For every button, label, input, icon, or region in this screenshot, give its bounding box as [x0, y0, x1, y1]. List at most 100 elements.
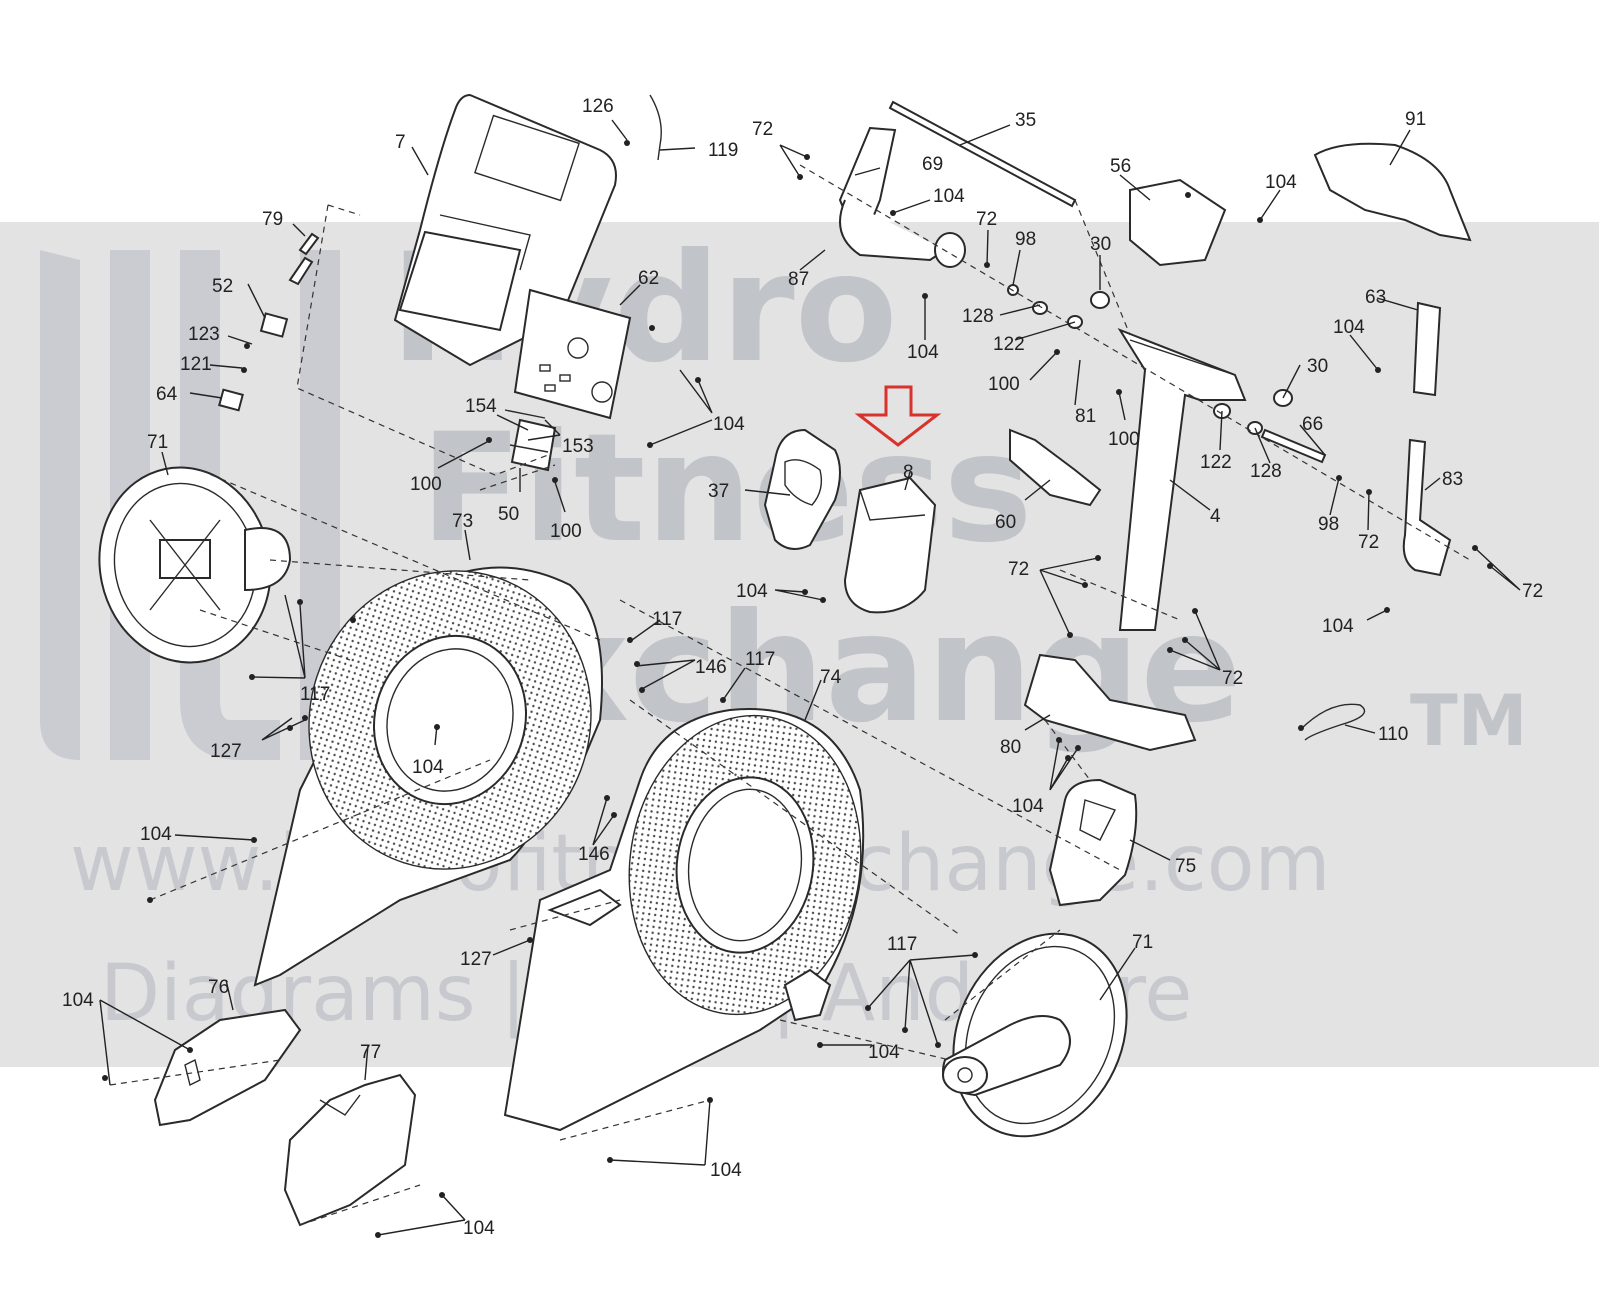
part-label: 126: [582, 96, 614, 117]
part-label: 104: [1012, 796, 1044, 817]
console-bracket-part: [513, 288, 632, 420]
part-label: 7: [395, 132, 406, 153]
part-label: 117: [745, 649, 775, 670]
part-label: 119: [708, 140, 738, 161]
part-label: 4: [1210, 506, 1221, 527]
right-cover-part: [283, 1073, 417, 1227]
part-label: 104: [868, 1042, 900, 1063]
hardware-washers: [1007, 284, 1293, 435]
console-part: [393, 93, 617, 367]
part-label: 122: [993, 334, 1025, 355]
part-label: 127: [210, 741, 242, 762]
part-label: 121: [180, 354, 212, 375]
lower-shroud-part-75: [1048, 778, 1138, 907]
part-label: 63: [1365, 287, 1386, 308]
part-label: 127: [460, 949, 492, 970]
top-cover-part-91: [1313, 142, 1472, 242]
part-label: 72: [1358, 532, 1379, 553]
part-label: 81: [1075, 406, 1096, 427]
part-label: 104: [463, 1218, 495, 1239]
rod-part: [888, 100, 1077, 208]
upright-cover-part-8: [843, 476, 937, 614]
cable-part-110: [1299, 703, 1366, 741]
part-label: 71: [147, 432, 168, 453]
right-shroud-part: [503, 708, 865, 1132]
part-label: 35: [1015, 110, 1036, 131]
base-cover-part-80: [1023, 653, 1197, 752]
part-label: 104: [412, 757, 444, 778]
part-label: 154: [465, 396, 497, 417]
part-label: 104: [736, 581, 768, 602]
watermark-trademark: TM: [1410, 680, 1527, 762]
highlight-arrow-icon: [854, 385, 942, 447]
part-label: 128: [962, 306, 994, 327]
part-label: 98: [1318, 514, 1339, 535]
part-label: 80: [1000, 737, 1021, 758]
part-label: 50: [498, 504, 519, 525]
part-label: 122: [1200, 452, 1232, 473]
part-label: 98: [1015, 229, 1036, 250]
part-label: 100: [550, 521, 582, 542]
part-number-labels: 126 119 7 79 52 123 121 64 62 104 154 15…: [62, 96, 1543, 1239]
part-label: 104: [713, 414, 745, 435]
part-label: 77: [360, 1042, 381, 1063]
part-label: 72: [1008, 559, 1029, 580]
part-label: 104: [62, 990, 94, 1011]
part-label: 104: [1322, 616, 1354, 637]
part-label: 117: [300, 684, 330, 705]
part-label: 100: [988, 374, 1020, 395]
upright-bracket-part-56: [1129, 178, 1227, 267]
part-label: 79: [262, 209, 283, 230]
part-label: 30: [1090, 234, 1111, 255]
lower-bracket-part-60: [1009, 428, 1102, 507]
left-flywheel-part: [98, 466, 292, 664]
part-label: 146: [578, 844, 610, 865]
part-label: 72: [976, 209, 997, 230]
leader-lines: [99, 119, 1521, 1236]
part-label: 72: [752, 119, 773, 140]
part-label: 104: [1265, 172, 1297, 193]
part-label: 104: [1333, 317, 1365, 338]
part-label: 37: [708, 481, 729, 502]
upright-frame-part-4: [1117, 327, 1247, 631]
part-label: 74: [820, 667, 842, 688]
part-label: 60: [995, 512, 1016, 533]
part-label: 104: [140, 824, 172, 845]
part-label: 110: [1378, 724, 1408, 745]
part-label: 30: [1307, 356, 1328, 377]
part-label: 72: [1222, 668, 1243, 689]
part-label: 104: [710, 1160, 742, 1181]
axle-part-66: [1260, 428, 1327, 464]
part-label: 87: [788, 269, 809, 290]
part-label: 146: [695, 657, 727, 678]
part-label: 100: [410, 474, 442, 495]
part-label: 128: [1250, 461, 1282, 482]
part-label: 153: [562, 436, 594, 457]
assembly-dashed-outline: [327, 204, 361, 216]
left-shroud-part: [253, 566, 603, 987]
right-arm-part-63: [1412, 301, 1442, 397]
part-label: 71: [1132, 932, 1153, 953]
part-label: 83: [1442, 469, 1463, 490]
part-label: 64: [156, 384, 178, 405]
tension-knob-part: [218, 232, 320, 412]
part-label: 69: [922, 154, 943, 175]
part-label: 123: [188, 324, 220, 345]
left-cover-part: [153, 1008, 302, 1127]
bracket-assembly-part: [504, 409, 557, 472]
right-flywheel-part: [942, 932, 1128, 1138]
part-label: 52: [212, 276, 233, 297]
part-label: 62: [638, 268, 659, 289]
part-label: 100: [1108, 429, 1140, 450]
part-label: 75: [1175, 856, 1196, 877]
part-label: 56: [1110, 156, 1131, 177]
part-label: 76: [208, 977, 229, 998]
part-label: 66: [1302, 414, 1323, 435]
part-label: 8: [903, 462, 914, 483]
part-label: 117: [652, 609, 682, 630]
assembly-dashed-outline: [296, 204, 549, 476]
tray-cover-part: [763, 428, 841, 550]
part-label: 91: [1405, 109, 1426, 130]
